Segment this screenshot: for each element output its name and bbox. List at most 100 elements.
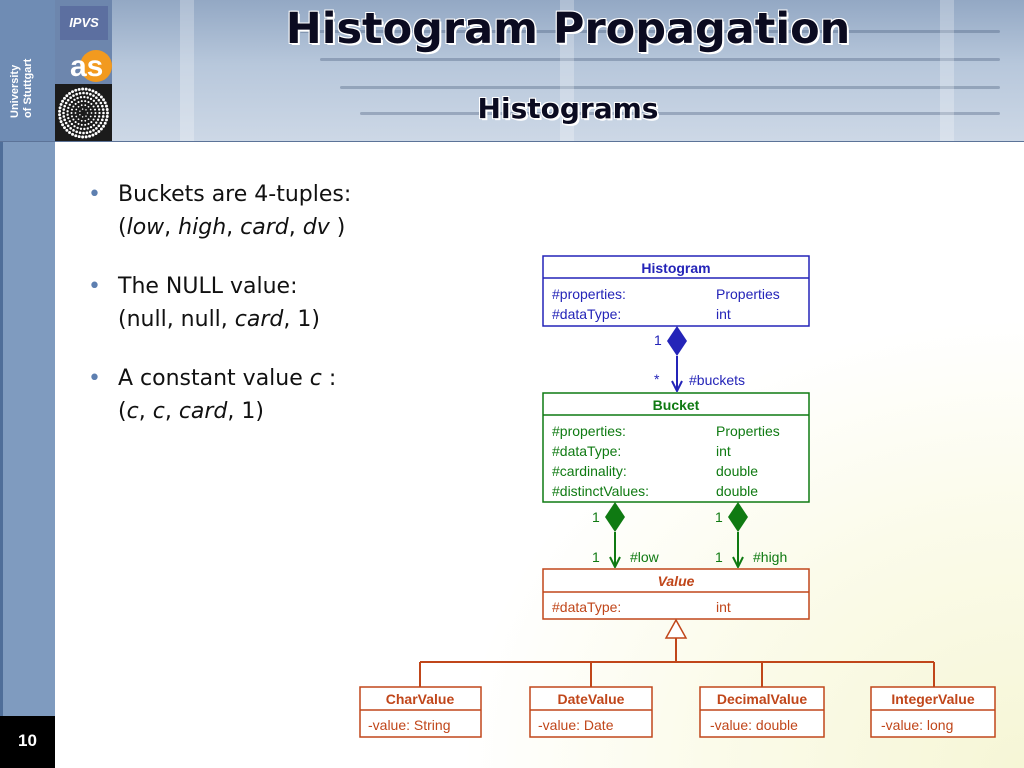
star-logo-dot (86, 127, 89, 130)
page-number-box (0, 716, 55, 768)
text-span: , 1) (283, 307, 320, 332)
star-logo-dot (93, 108, 97, 111)
bullet-dot-icon: • (88, 182, 101, 207)
histogram-attr-name: #properties: (552, 286, 626, 302)
bucket-attr-name: #cardinality: (552, 463, 627, 479)
star-logo-dot (105, 108, 109, 111)
star-logo-dot (64, 101, 68, 105)
star-logo-dot (84, 123, 87, 126)
star-logo-dot (79, 114, 81, 116)
star-logo-dot (95, 127, 98, 130)
histogram-attr-type: Properties (716, 286, 780, 302)
subclass-charvalue: CharValue -value: String (359, 686, 482, 738)
star-logo-dot (95, 102, 98, 105)
star-logo-dot (103, 101, 107, 105)
star-logo-dot (85, 115, 87, 117)
text-span: , (138, 399, 153, 424)
multiplicity-label: 1 (715, 549, 723, 565)
star-logo-dot (84, 104, 87, 107)
multiplicity-label: * (654, 371, 660, 387)
star-logo-dot (71, 132, 74, 136)
star-logo-dot (85, 91, 89, 95)
star-logo-dot (70, 100, 74, 104)
text-span: , (164, 215, 179, 240)
bullet-item: • A constant value c : (c, c, card, 1) (88, 362, 448, 428)
star-logo-dot (92, 129, 95, 132)
star-logo-dot (80, 119, 83, 122)
star-logo-dot (76, 126, 79, 130)
star-logo-dot (82, 131, 85, 135)
star-logo-dot (62, 111, 65, 115)
star-logo-dot (92, 118, 95, 121)
histogram-attr-name: #dataType: (552, 306, 621, 322)
star-logo-dot (79, 96, 83, 99)
star-logo-dot (67, 116, 70, 120)
star-logo-dot (95, 96, 98, 99)
banner-decoration (940, 0, 954, 142)
star-logo-dot (101, 108, 105, 111)
star-logo-dot (61, 123, 65, 127)
constant-c: c (309, 366, 322, 391)
star-logo-dot (74, 121, 77, 124)
composition-diamond-icon (605, 502, 625, 532)
star-logo-dot (88, 88, 92, 92)
star-logo-dot (77, 135, 81, 139)
star-logo-dot (77, 122, 80, 125)
star-logo-dot (84, 135, 88, 139)
star-logo-dot (92, 94, 95, 97)
star-logo-dot (99, 95, 103, 99)
bullet-line: (null, null, card, 1) (118, 303, 448, 336)
star-logo-dot (70, 108, 74, 111)
star-logo-dot (105, 104, 108, 108)
star-logo-dot (96, 118, 100, 121)
value-class: Value #dataType: int (542, 568, 810, 620)
star-logo-dot (89, 115, 92, 118)
star-logo-dot (102, 124, 105, 128)
star-logo-dot (72, 94, 75, 97)
star-logo-dot (84, 100, 87, 103)
star-logo-dot (74, 102, 77, 105)
subclass-attr: -value: long (881, 717, 953, 733)
star-logo-dot (102, 98, 105, 102)
banner-decoration (300, 30, 1000, 33)
star-logo-dot (68, 120, 71, 123)
star-logo-dot (101, 115, 105, 118)
star-logo-dot (91, 89, 95, 93)
star-logo-dot (63, 96, 66, 100)
banner-decoration (320, 58, 1000, 61)
star-logo-dot (98, 111, 101, 115)
star-logo-dot (68, 103, 71, 106)
star-logo-dot (66, 113, 69, 116)
star-logo-dot (92, 124, 96, 127)
star-logo-dot (62, 115, 66, 118)
star-logo-dot (81, 87, 85, 91)
text-span: , (288, 215, 303, 240)
bucket-attr-name: #distinctValues: (552, 483, 649, 499)
as-logo-circle (80, 50, 112, 82)
star-logo-dot (81, 116, 84, 118)
star-logo-dot (102, 111, 105, 115)
value-name: Value (658, 573, 695, 589)
star-logo-dot (81, 108, 84, 110)
star-logo-dot (58, 109, 62, 113)
star-logo-dot (74, 134, 78, 138)
star-logo-dot (77, 118, 80, 121)
page-number: 10 (18, 731, 37, 750)
subclass-name: IntegerValue (891, 691, 974, 707)
bucket-attr-type: Properties (716, 423, 780, 439)
star-logo-dot (80, 104, 83, 107)
histogram-box (542, 255, 810, 327)
bucket-attr-type: int (716, 443, 731, 459)
bucket-attr-type: double (716, 463, 758, 479)
star-logo-dot (69, 96, 72, 99)
multiplicity-label: 1 (592, 509, 600, 525)
star-logo-dot (88, 134, 92, 138)
banner-decoration (360, 112, 1000, 115)
star-logo-dot (80, 100, 83, 103)
bullet-line: (low, high, card, dv ) (118, 211, 448, 244)
role-label: #buckets (689, 372, 745, 388)
star-logo-dot (70, 111, 73, 115)
star-logo-dot (65, 94, 69, 98)
star-logo-dot (92, 105, 95, 108)
star-logo-dot (70, 122, 74, 126)
